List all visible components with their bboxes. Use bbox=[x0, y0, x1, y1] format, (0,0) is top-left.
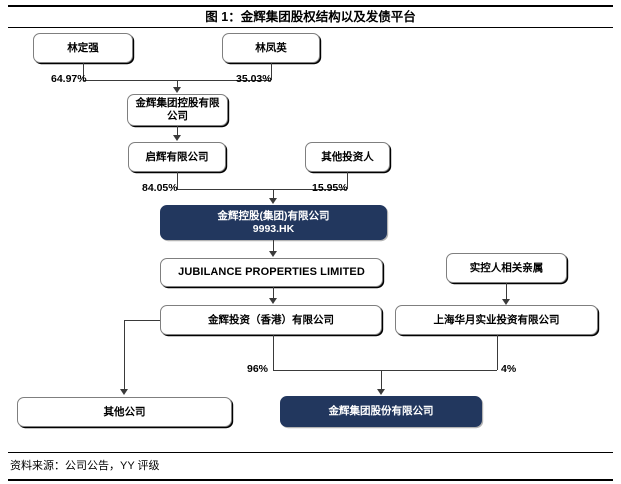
connector-invest-hk-to-other-companies bbox=[124, 320, 125, 390]
connector-bus-row3 bbox=[177, 189, 347, 190]
node-label: JUBILANCE PROPERTIES LIMITED bbox=[178, 266, 365, 278]
node-label: 其他投资人 bbox=[321, 150, 374, 163]
node-label: 上海华月实业投资有限公司 bbox=[433, 313, 560, 326]
node-label: 林凤英 bbox=[255, 41, 287, 54]
edge-label-15-95: 15.95% bbox=[312, 182, 348, 194]
node-lin-dingqiang[interactable]: 林定强 bbox=[33, 33, 133, 63]
node-label: 金辉投资（香港）有限公司 bbox=[208, 313, 334, 326]
node-jinhui-holding-group[interactable]: 金辉集团控股有限公司 bbox=[127, 94, 228, 126]
node-label: 林定强 bbox=[67, 41, 99, 54]
connector-bus-row3-drop bbox=[273, 189, 274, 199]
source-note: 资料来源：公司公告，YY 评级 bbox=[10, 460, 160, 472]
header-rule-top bbox=[8, 5, 613, 7]
connector-jinhui-hk-to-jubilance bbox=[273, 240, 274, 252]
edge-label-4: 4% bbox=[501, 363, 517, 375]
arrowhead-to-jinhui-hk bbox=[269, 198, 277, 204]
arrowhead-to-shanghai-huayue bbox=[502, 299, 510, 305]
node-label: 启辉有限公司 bbox=[145, 150, 209, 163]
figure-title: 图 1：金辉集团股权结构以及发债平台 bbox=[205, 10, 416, 24]
node-ticker: 9993.HK bbox=[252, 222, 295, 235]
connector-holding-to-qihui bbox=[177, 126, 178, 137]
arrowhead-to-jinhui-invest-hk bbox=[269, 298, 277, 304]
connector-bus-row1-drop bbox=[177, 80, 178, 88]
node-other-investors[interactable]: 其他投资人 bbox=[305, 142, 390, 172]
node-jinhui-invest-hk[interactable]: 金辉投资（香港）有限公司 bbox=[160, 305, 382, 335]
node-relatives[interactable]: 实控人相关亲属 bbox=[446, 253, 567, 283]
edge-label-84-05: 84.05% bbox=[142, 182, 178, 194]
footer-rule-bottom bbox=[8, 479, 613, 481]
connector-qihui-down bbox=[177, 172, 178, 189]
connector-jubilance-to-invest-hk bbox=[273, 287, 274, 299]
edge-label-64-97: 64.97% bbox=[51, 73, 87, 85]
connector-invest-hk-left bbox=[124, 320, 160, 321]
connector-lin-fengying-down bbox=[271, 63, 272, 80]
arrowhead-to-jubilance bbox=[269, 251, 277, 257]
node-jinhui-hk[interactable]: 金辉控股(集团)有限公司 9993.HK bbox=[160, 205, 387, 240]
node-qihui[interactable]: 启辉有限公司 bbox=[128, 142, 226, 172]
node-label: 实控人相关亲属 bbox=[469, 261, 544, 274]
node-lin-fengying[interactable]: 林凤英 bbox=[222, 33, 320, 63]
node-label: 金辉控股(集团)有限公司 bbox=[217, 209, 330, 222]
connector-invest-hk-down bbox=[273, 335, 274, 370]
arrowhead-to-jinhui-group-co bbox=[377, 389, 385, 395]
connector-huayue-down bbox=[497, 335, 498, 370]
arrowhead-to-other-companies bbox=[120, 389, 128, 395]
connector-bus-row6-drop bbox=[381, 370, 382, 391]
arrowhead-to-holding-group bbox=[173, 87, 181, 93]
arrowhead-to-qihui bbox=[173, 135, 181, 141]
connector-lin-dingqiang-down bbox=[83, 63, 84, 80]
edge-label-96: 96% bbox=[247, 363, 269, 375]
node-label: 金辉集团控股有限公司 bbox=[135, 97, 220, 122]
connector-other-investors-down bbox=[347, 172, 348, 189]
header-rule-bottom bbox=[8, 27, 613, 28]
node-jubilance-properties[interactable]: JUBILANCE PROPERTIES LIMITED bbox=[160, 258, 383, 287]
connector-bus-row6 bbox=[273, 370, 497, 371]
node-other-companies[interactable]: 其他公司 bbox=[17, 397, 232, 427]
node-label: 其他公司 bbox=[103, 405, 146, 418]
node-label: 金辉集团股份有限公司 bbox=[328, 405, 434, 417]
edge-label-35-03: 35.03% bbox=[236, 73, 272, 85]
footer-rule-top bbox=[8, 452, 613, 453]
node-shanghai-huayue[interactable]: 上海华月实业投资有限公司 bbox=[395, 305, 598, 335]
node-jinhui-group-co[interactable]: 金辉集团股份有限公司 bbox=[280, 396, 482, 427]
connector-relatives-to-huayue bbox=[506, 283, 507, 300]
